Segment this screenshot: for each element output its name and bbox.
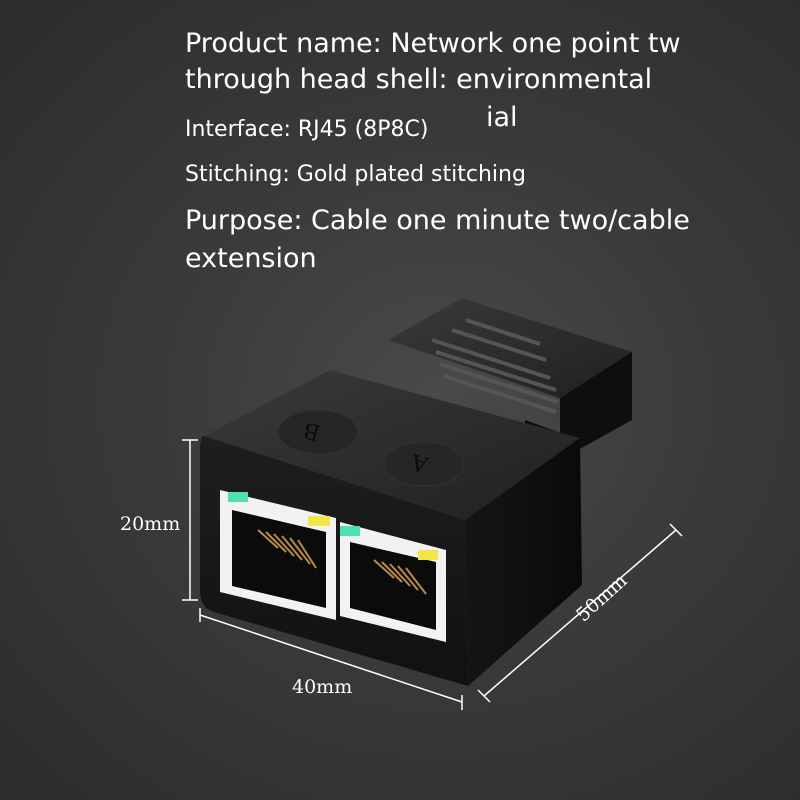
- dimension-height-label: 20mm: [120, 513, 181, 535]
- gold-contacts-right: [373, 559, 427, 595]
- spec-interface: Interface: RJ45 (8P8C): [185, 117, 429, 142]
- spec-shell: through head shell: environmental: [185, 64, 653, 95]
- led-green-left: [228, 492, 248, 502]
- spec-purpose: Purpose: Cable one minute two/cable: [185, 205, 690, 236]
- dimension-lines: [182, 439, 683, 710]
- port-a-emboss: [383, 441, 465, 487]
- rj45-port-left: [220, 490, 336, 620]
- gold-contacts-left: [257, 529, 317, 569]
- body-side-face: [465, 438, 582, 686]
- spec-product-name: Product name: Network one point tw: [185, 28, 681, 59]
- led-yellow-right: [418, 550, 438, 560]
- led-green-right: [340, 526, 360, 536]
- port-b-emboss: [277, 409, 359, 455]
- grip-ridges: [431, 318, 559, 414]
- spec-purpose-continued: extension: [185, 243, 317, 274]
- led-yellow-left: [308, 516, 330, 526]
- spec-shell-tail: ial: [486, 102, 518, 133]
- rj45-port-right: [340, 522, 446, 642]
- spec-stitching: Stitching: Gold plated stitching: [185, 162, 526, 187]
- body-top-face: [204, 370, 580, 520]
- dimension-width-label: 40mm: [292, 676, 353, 698]
